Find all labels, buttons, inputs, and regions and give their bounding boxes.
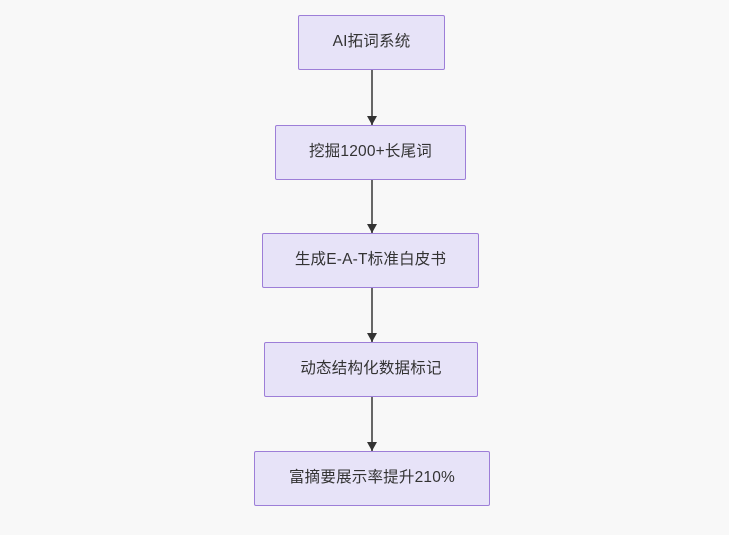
flow-node-dynamic-structured-data[interactable]: 动态结构化数据标记 <box>264 342 478 397</box>
flow-node-label: 动态结构化数据标记 <box>300 360 442 378</box>
edge-line <box>371 180 373 233</box>
edge-line <box>371 70 373 125</box>
arrowhead-icon <box>367 442 377 451</box>
flow-node-label: 生成E-A-T标准白皮书 <box>294 251 447 269</box>
flow-node-mine-longtail[interactable]: 挖掘1200+长尾词 <box>275 125 466 180</box>
arrowhead-icon <box>367 333 377 342</box>
flow-node-generate-eat-whitepaper[interactable]: 生成E-A-T标准白皮书 <box>262 233 479 288</box>
arrowhead-icon <box>367 224 377 233</box>
arrowhead-icon <box>367 116 377 125</box>
flow-node-label: AI拓词系统 <box>332 33 411 51</box>
edge-line <box>371 288 373 342</box>
flow-node-ai-keyword-system[interactable]: AI拓词系统 <box>298 15 445 70</box>
edge-line <box>371 397 373 451</box>
flow-node-label: 富摘要展示率提升210% <box>288 469 456 487</box>
flow-node-rich-snippet-result[interactable]: 富摘要展示率提升210% <box>254 451 490 506</box>
flow-node-label: 挖掘1200+长尾词 <box>308 143 433 161</box>
